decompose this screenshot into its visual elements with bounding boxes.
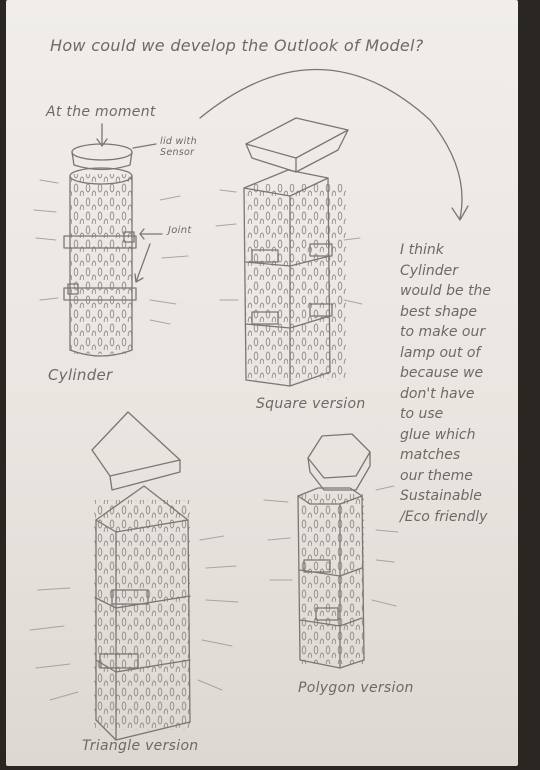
cylinder-label: Cylinder [48, 366, 113, 384]
note-line: Sustainable [400, 486, 535, 507]
joint-label: Joint [168, 225, 192, 236]
note-line: Cylinder [400, 261, 535, 282]
note-line: lamp out of [400, 343, 535, 364]
design-note: I think Cylinder would be the best shape… [400, 240, 535, 527]
lid-label-line: lid with [160, 136, 197, 147]
note-line: matches [400, 445, 535, 466]
page-title: How could we develop the Outlook of Mode… [50, 36, 424, 55]
lid-sensor-label: lid with Sensor [160, 136, 197, 158]
polygon-version-label: Polygon version [298, 680, 414, 696]
note-line: I think [400, 240, 535, 261]
note-line: our theme [400, 466, 535, 487]
square-sketch [216, 118, 362, 386]
polygon-sketch [264, 434, 398, 668]
sensor-label-line: Sensor [160, 147, 197, 158]
square-version-label: Square version [256, 396, 366, 412]
cylinder-sketch [34, 124, 188, 356]
note-line: because we [400, 363, 535, 384]
note-line: to make our [400, 322, 535, 343]
note-line: to use [400, 404, 535, 425]
note-line: don't have [400, 384, 535, 405]
note-line: best shape [400, 302, 535, 323]
triangle-sketch [30, 412, 238, 740]
note-line: glue which [400, 425, 535, 446]
note-line: /Eco friendly [400, 507, 535, 528]
note-line: would be the [400, 281, 535, 302]
at-moment-label: At the moment [46, 104, 156, 120]
triangle-version-label: Triangle version [82, 738, 198, 754]
